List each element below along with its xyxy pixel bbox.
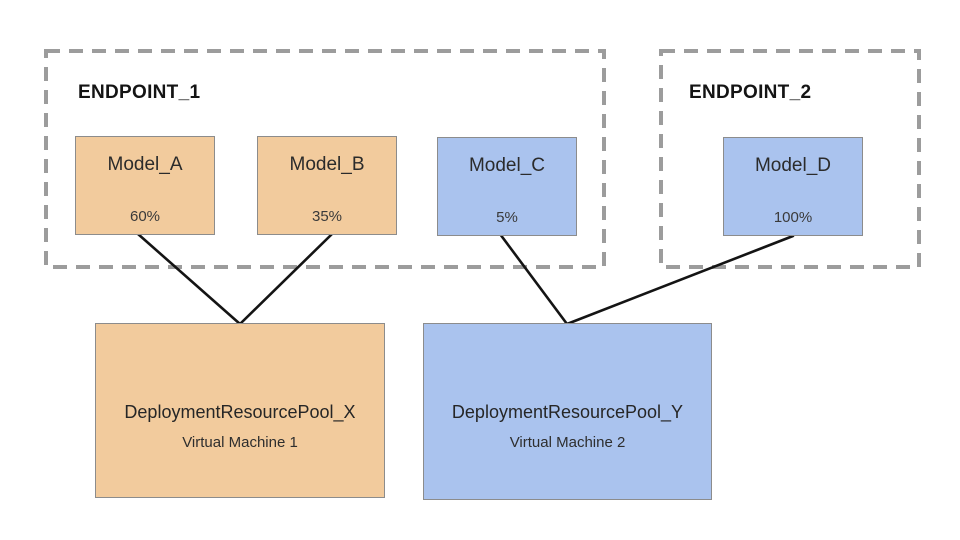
model-b-traffic-split: 35% bbox=[311, 208, 343, 225]
endpoint-2-label: ENDPOINT_2 bbox=[689, 82, 812, 103]
pool-x-box: DeploymentResourcePool_X Virtual Machine… bbox=[95, 323, 385, 498]
model-a-label: Model_A bbox=[107, 154, 183, 175]
connector-model-c-pool-y bbox=[498, 232, 569, 326]
connector-model-b-pool-x bbox=[238, 232, 334, 326]
pool-x-machine-label: Virtual Machine 1 bbox=[182, 434, 298, 451]
model-c-label: Model_C bbox=[468, 155, 546, 176]
endpoint-2-border bbox=[659, 49, 921, 269]
model-d-box: Model_D 100% bbox=[723, 137, 863, 236]
model-b-box: Model_B 35% bbox=[257, 136, 397, 235]
model-c-traffic-split: 5% bbox=[496, 209, 518, 226]
endpoint-1-border bbox=[44, 49, 606, 269]
pool-y-label: DeploymentResourcePool_Y bbox=[451, 402, 684, 422]
pool-y-box: DeploymentResourcePool_Y Virtual Machine… bbox=[423, 323, 712, 500]
connector-model-a-pool-x bbox=[136, 232, 242, 326]
model-b-label: Model_B bbox=[289, 154, 365, 175]
pool-y-machine-label: Virtual Machine 2 bbox=[509, 434, 626, 451]
endpoint-1-label: ENDPOINT_1 bbox=[78, 82, 201, 103]
model-d-label: Model_D bbox=[754, 155, 832, 176]
pool-x-label: DeploymentResourcePool_X bbox=[124, 402, 356, 422]
model-a-traffic-split: 60% bbox=[129, 208, 161, 225]
connector-model-d-pool-y bbox=[565, 234, 795, 326]
model-d-traffic-split: 100% bbox=[773, 209, 813, 226]
model-a-box: Model_A 60% bbox=[75, 136, 215, 235]
model-c-box: Model_C 5% bbox=[437, 137, 577, 236]
